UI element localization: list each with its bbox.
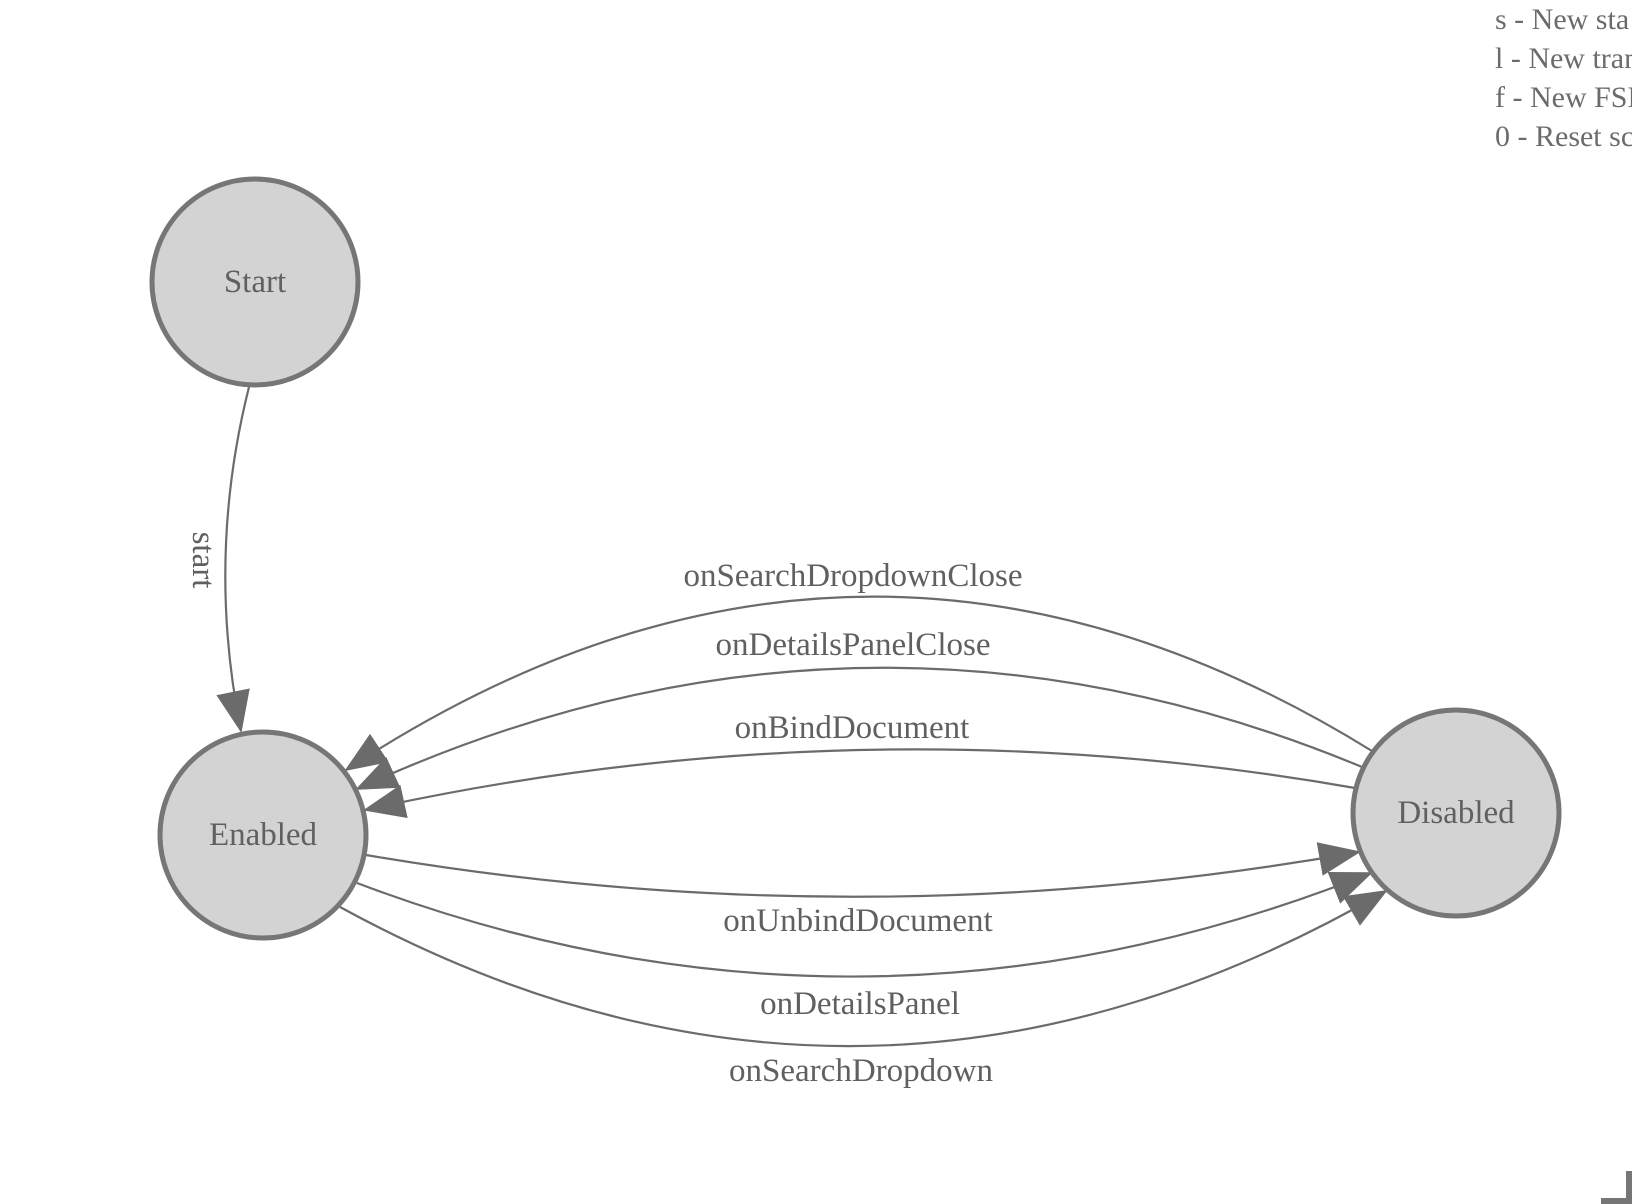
transition-label-onDetailsPanelClose: onDetailsPanelClose [716, 627, 991, 663]
state-node-start[interactable]: Start [149, 176, 361, 388]
state-circle-enabled[interactable] [157, 729, 369, 941]
transition-label-onSearchDropdown: onSearchDropdown [729, 1053, 993, 1089]
transition-label-onSearchDropdownClose: onSearchDropdownClose [683, 558, 1022, 594]
state-circle-start[interactable] [149, 176, 361, 388]
state-label-enabled: Enabled [209, 817, 318, 853]
transition-path-onDetailsPanel[interactable] [356, 871, 1373, 978]
state-label-start: Start [224, 264, 286, 300]
transition-path-onBindDocument[interactable] [363, 748, 1356, 819]
minimap-corner [1601, 1171, 1632, 1204]
minimap-corner-horizontal-bar [1601, 1198, 1632, 1204]
transition-path-start[interactable] [216, 386, 251, 733]
state-node-enabled[interactable]: Enabled [157, 729, 369, 941]
state-circle-disabled[interactable] [1350, 707, 1562, 919]
minimap-corner-vertical-bar [1626, 1171, 1632, 1204]
legend-line-new-fsm: f - New FSM [1495, 81, 1632, 114]
transitions-layer [216, 386, 1388, 1048]
transition-path-onUnbindDocument[interactable] [365, 842, 1361, 898]
legend: s - New sta l - New tran f - New FSM 0 -… [1495, 3, 1632, 153]
state-label-disabled: Disabled [1397, 795, 1515, 831]
transition-label-onDetailsPanel: onDetailsPanel [760, 986, 960, 1022]
legend-line-new-transition: l - New tran [1495, 42, 1632, 75]
legend-line-reset-scale: 0 - Reset sc [1495, 120, 1632, 153]
transition-path-onSearchDropdown[interactable] [339, 890, 1388, 1048]
legend-line-new-state: s - New sta [1495, 3, 1629, 36]
transition-labels-layer: start onSearchDropdownClose onDetailsPan… [185, 532, 1023, 1089]
state-node-disabled[interactable]: Disabled [1350, 707, 1562, 919]
transition-label-onBindDocument: onBindDocument [735, 710, 970, 746]
transition-path-onDetailsPanelClose[interactable] [355, 666, 1363, 790]
transition-label-onUnbindDocument: onUnbindDocument [723, 903, 992, 939]
transition-label-start: start [185, 532, 221, 589]
transition-path-onSearchDropdownClose[interactable] [344, 595, 1373, 772]
